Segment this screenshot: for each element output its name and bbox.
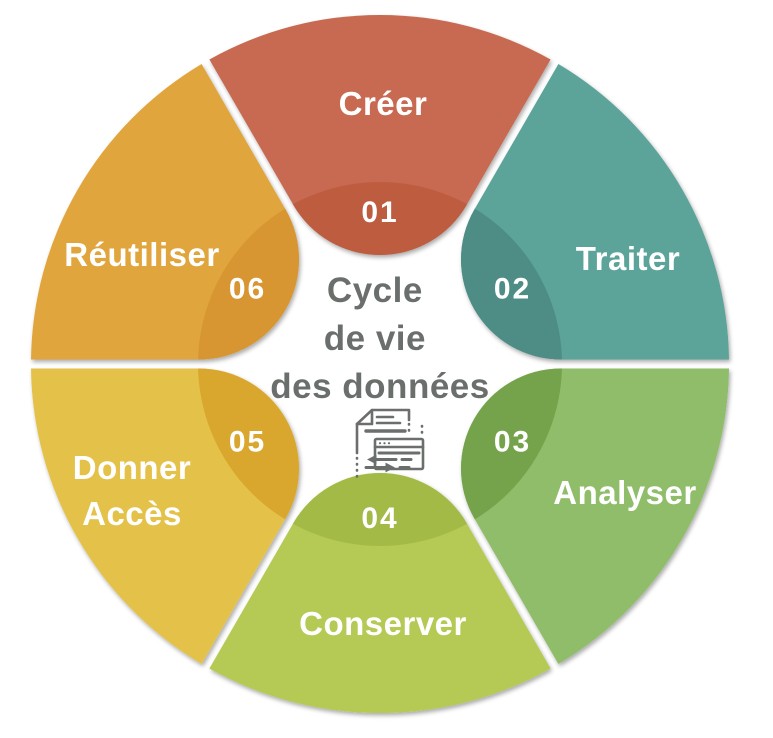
segment-number: 01: [361, 196, 398, 229]
segment-number: 04: [361, 502, 398, 535]
segment-inner-shape: [461, 368, 562, 546]
segment-outer-shape: [209, 14, 551, 255]
segment-number: 06: [229, 273, 266, 306]
segment-label: Créer: [339, 85, 428, 122]
segment-inner-shape: [461, 182, 562, 360]
sheet-dogear: [355, 408, 374, 426]
segment-number: 05: [229, 426, 266, 459]
segment-number: 02: [494, 273, 531, 306]
segment-outer-shape: [209, 473, 551, 714]
right-arrow-head: [385, 462, 395, 473]
window-dot: [387, 442, 391, 445]
segment-label: Traiter: [576, 240, 680, 277]
segment-label: Réutiliser: [64, 236, 219, 273]
segment-traiter: 02 Traiter: [461, 64, 729, 360]
segment-number: 03: [494, 426, 531, 459]
segment-inner-shape: [198, 182, 299, 360]
segment-creer: 01 Créer: [209, 14, 551, 255]
segment-label: Analyser: [553, 474, 696, 511]
segment-label: Conserver: [299, 605, 467, 642]
center-title: Cycle de vie des données: [270, 271, 489, 406]
sheet-outline: [355, 408, 411, 426]
segment-inner-shape: [198, 368, 299, 546]
window-frame: [373, 437, 425, 471]
document-data-transfer-icon: [355, 408, 425, 482]
window-dot: [383, 442, 386, 445]
segment-reutiliser: 06 Réutiliser: [31, 64, 299, 360]
left-arrow-head: [367, 454, 377, 465]
window-dot: [378, 442, 382, 445]
